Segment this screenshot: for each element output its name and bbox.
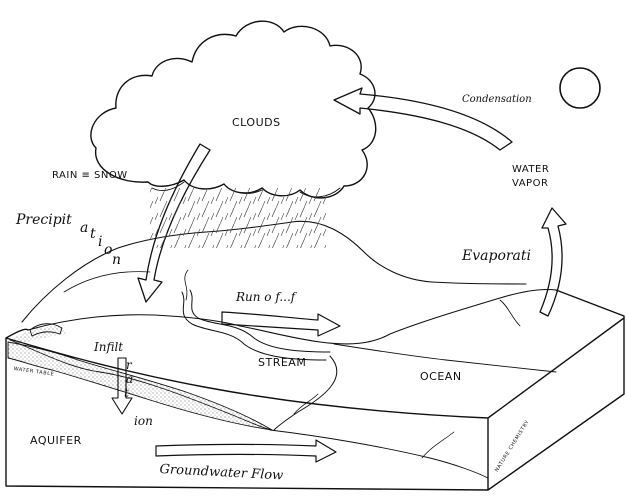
land-surface (27, 288, 557, 345)
water-vapor-label-line2: VAPOR (512, 178, 549, 189)
rain-snow-label: RAIN ≡ SNOW (52, 170, 128, 181)
infiltration-arrow (111, 357, 133, 415)
block-outline (5, 289, 625, 491)
stream-label: STREAM (258, 356, 307, 369)
stream-channel (189, 289, 331, 353)
cloud-shape (90, 20, 377, 199)
runoff-label: Run o f...f (236, 290, 296, 304)
sun-icon (559, 67, 601, 109)
infiltration-label-part5: ion (134, 414, 153, 428)
evaporation-arrow (539, 207, 567, 317)
precipitation-label-part2: a (80, 220, 89, 236)
runoff-arrow (221, 311, 341, 337)
condensation-arrow (333, 87, 513, 151)
precipitation-label-part1: Precipit (16, 212, 72, 228)
rain-hatching (150, 188, 326, 248)
precipitation-label-part3: t (90, 226, 96, 242)
infiltration-label-part4: t (124, 386, 129, 400)
precipitation-label-part6: n (112, 252, 122, 268)
aquifer-label: AQUIFER (30, 434, 82, 447)
infiltration-label-part2: r (126, 358, 132, 372)
evaporation-label: Evaporati (462, 248, 532, 264)
precipitation-label-part5: o (104, 242, 113, 258)
groundwater-flow-arrow (155, 439, 337, 463)
condensation-label: Condensation (462, 94, 532, 105)
infiltration-label-part3: a (126, 372, 134, 386)
water-vapor-label-line1: WATER (512, 164, 550, 175)
ocean-label: OCEAN (420, 370, 462, 383)
infiltration-label-part1: Infilt (94, 340, 124, 354)
precipitation-label-part4: i (98, 234, 103, 250)
clouds-label: CLOUDS (232, 116, 281, 129)
